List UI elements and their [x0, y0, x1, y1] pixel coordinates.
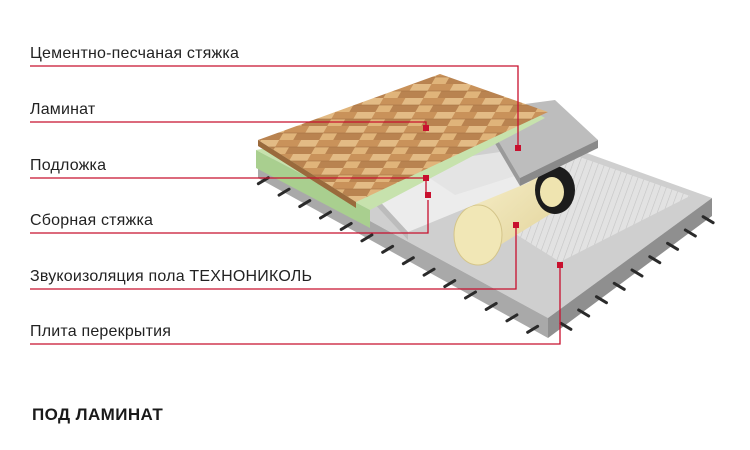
rebar-end: [612, 281, 626, 291]
marker-cement-screed: [515, 145, 521, 151]
marker-laminate: [423, 125, 429, 131]
leader-sound-insulation: [30, 225, 517, 290]
label-underlay: Подложка: [30, 157, 107, 174]
laminate-top: [258, 74, 548, 202]
rebar-end: [484, 301, 498, 311]
leader-floor-slab: [30, 265, 561, 345]
rebar-end: [360, 233, 374, 243]
marker-floor-slab: [557, 262, 563, 268]
rebar-end: [666, 241, 680, 251]
label-prefab-screed: Сборная стяжка: [30, 212, 154, 229]
rebar-end: [630, 268, 644, 278]
rebar-end: [401, 256, 415, 266]
marker-sound-insulation: [513, 222, 519, 228]
rebar-end: [298, 199, 312, 209]
marker-prefab-screed: [425, 192, 431, 198]
rebar-end: [648, 255, 662, 265]
rebar-end: [443, 279, 457, 289]
rebar-end: [381, 244, 395, 254]
underlay-front: [256, 150, 370, 228]
rebar-end: [422, 267, 436, 277]
rebar-end: [277, 187, 291, 197]
rebar-end: [577, 308, 591, 318]
rebar-end: [339, 221, 353, 231]
diagram-caption: ПОД ЛАМИНАТ: [32, 405, 164, 424]
rebar-ends: [256, 176, 715, 334]
rebar-end: [505, 313, 519, 323]
rebar-end: [683, 228, 697, 238]
label-laminate: Ламинат: [30, 101, 96, 118]
slab-side: [548, 198, 712, 338]
leader-markers: [423, 125, 563, 268]
laminate-layer: [258, 74, 548, 208]
label-floor-slab: Плита перекрытия: [30, 323, 172, 340]
leader-cement-screed: [30, 65, 519, 148]
label-sound-insulation: Звукоизоляция пола ТЕХНОНИКОЛЬ: [30, 268, 313, 285]
insulation-roll: [453, 166, 575, 266]
rebar-end: [464, 290, 477, 300]
rebar-end: [594, 295, 608, 305]
laminate-front: [258, 140, 356, 208]
rebar-end: [701, 215, 715, 225]
leader-prefab-screed: [30, 200, 429, 234]
rebar-end: [526, 324, 540, 334]
rebar-end: [256, 176, 270, 186]
screed-side: [520, 140, 598, 186]
label-cement-screed: Цементно-песчаная стяжка: [30, 45, 240, 62]
rebar-end: [319, 210, 332, 220]
rebar-end: [559, 321, 573, 331]
marker-underlay: [423, 175, 429, 181]
